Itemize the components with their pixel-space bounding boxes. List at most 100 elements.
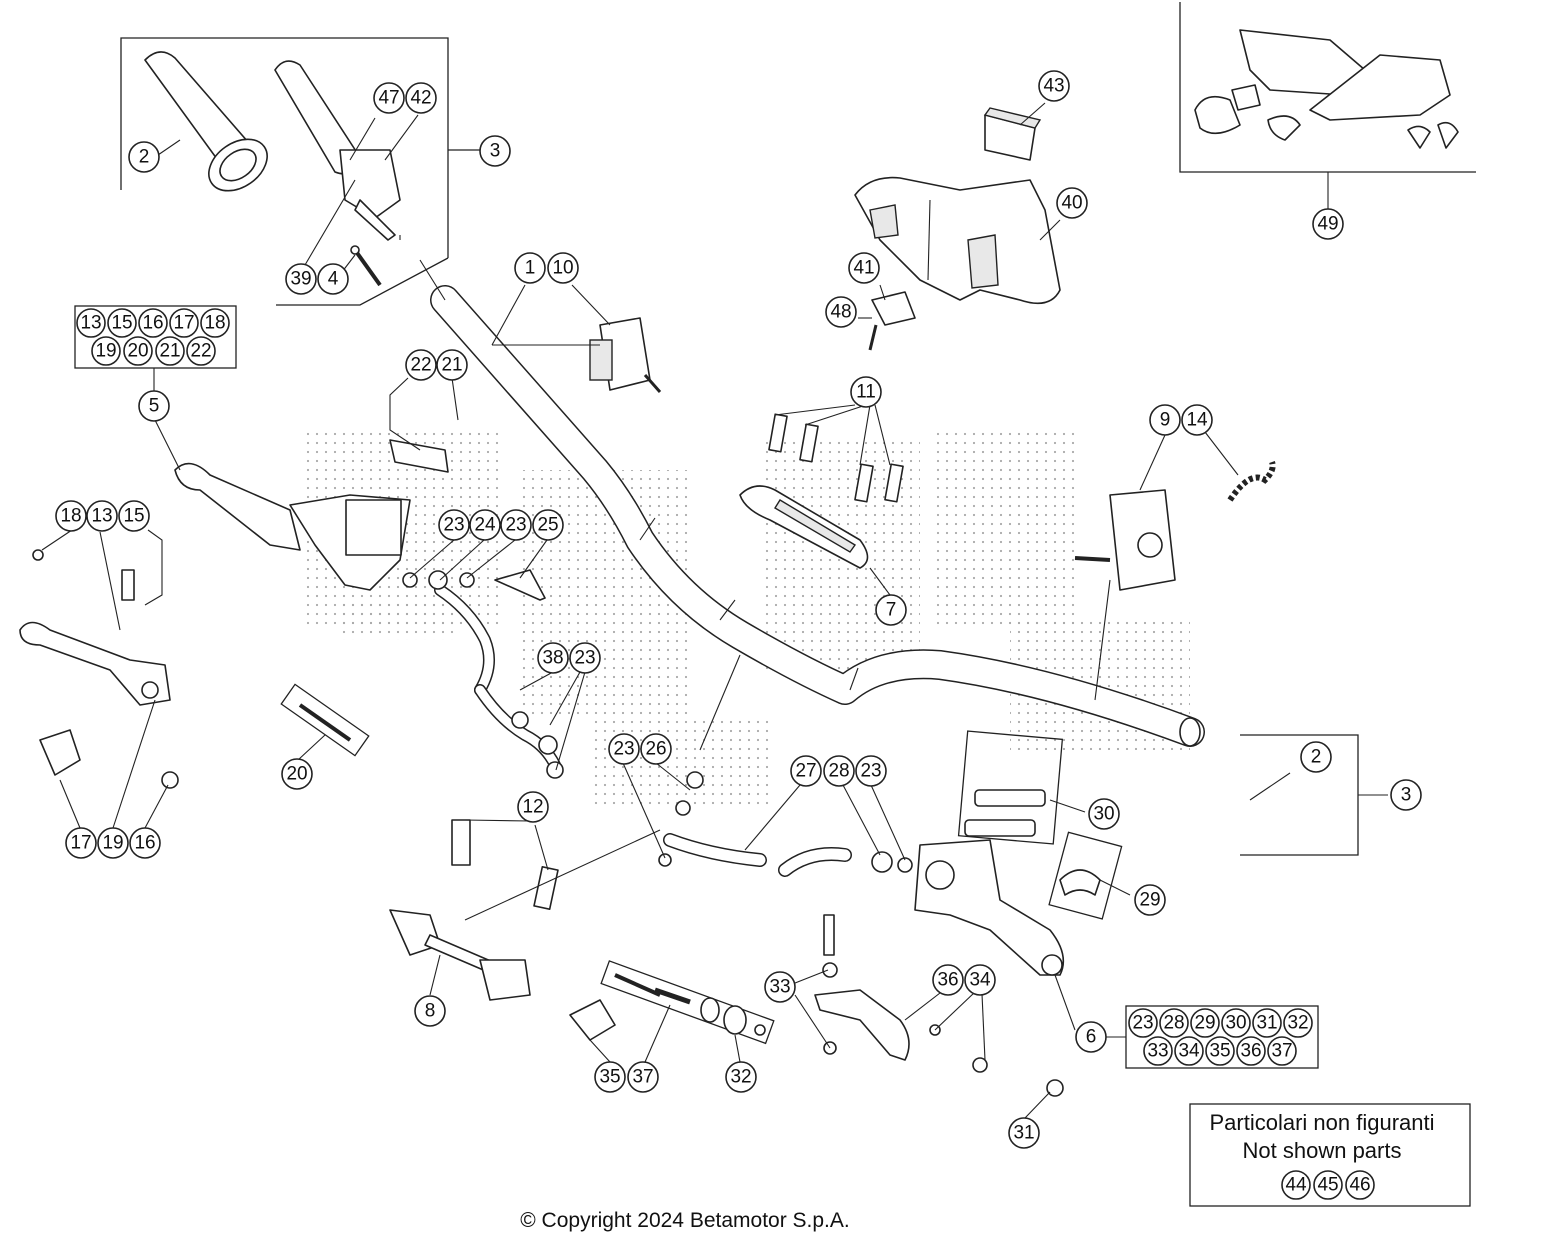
lower-clamp-part: [739, 485, 869, 569]
callout-1: 1: [514, 252, 546, 284]
svg-text:22: 22: [190, 341, 211, 362]
svg-text:11: 11: [856, 382, 876, 403]
svg-text:23: 23: [860, 761, 881, 782]
svg-text:31: 31: [1256, 1013, 1277, 1034]
svg-text:19: 19: [102, 833, 123, 854]
svg-text:28: 28: [1163, 1013, 1184, 1034]
group6-35: 35: [1205, 1036, 1235, 1066]
grip-kit-frame-right: [1240, 734, 1388, 856]
hot-start-lever-part: [19, 549, 179, 789]
callout-30: 30: [1088, 798, 1120, 830]
clamp-parts-29: [1048, 831, 1123, 920]
svg-text:24: 24: [474, 515, 496, 536]
callout-31: 31: [1008, 1117, 1040, 1149]
svg-text:34: 34: [969, 970, 991, 991]
grip-left-part: [144, 51, 268, 192]
callout-25: 25: [532, 509, 564, 541]
reservoir-parts-30: [957, 730, 1064, 845]
top-clamp-part: [854, 176, 1061, 305]
note-line-1: Particolari non figuranti: [1209, 1110, 1434, 1135]
clutch-lever-part: [174, 462, 411, 591]
svg-text:38: 38: [542, 648, 563, 669]
svg-text:42: 42: [410, 88, 431, 109]
handguard-kit-part: [1194, 29, 1459, 149]
callout-21: 21: [436, 349, 468, 381]
svg-text:20: 20: [286, 764, 307, 785]
grip-kit-frame-top: [120, 37, 480, 306]
callout-48: 48: [825, 296, 857, 328]
callout-49: 49: [1312, 208, 1344, 240]
callout-33: 33: [764, 971, 796, 1003]
svg-text:25: 25: [537, 515, 558, 536]
callout-24: 24: [469, 509, 501, 541]
cable-part: [1227, 460, 1276, 502]
svg-text:21: 21: [159, 341, 180, 362]
svg-text:16: 16: [134, 833, 155, 854]
callout-32: 32: [725, 1061, 757, 1093]
group6-23: 23: [1128, 1008, 1158, 1038]
svg-text:18: 18: [204, 313, 225, 334]
group5-20: 20: [123, 336, 153, 366]
svg-text:39: 39: [290, 269, 311, 290]
callout-17: 17: [65, 827, 97, 859]
svg-text:7: 7: [886, 600, 897, 621]
group5-22: 22: [186, 336, 216, 366]
callout-8: 8: [414, 995, 446, 1027]
svg-text:23: 23: [613, 739, 634, 760]
group5-17: 17: [169, 308, 199, 338]
leader-lines: [41, 102, 1291, 1119]
callout-26: 26: [640, 733, 672, 765]
callout-28: 28: [823, 755, 855, 787]
callout-3: 3: [479, 135, 511, 167]
group5-16: 16: [138, 308, 168, 338]
callout-37: 37: [627, 1061, 659, 1093]
svg-text:27: 27: [795, 761, 816, 782]
callout-16: 16: [129, 827, 161, 859]
callout-22: 22: [405, 349, 437, 381]
handguard-kit-frame: [1179, 2, 1476, 210]
svg-text:15: 15: [111, 313, 132, 334]
svg-text:17: 17: [70, 833, 91, 854]
svg-text:23: 23: [574, 648, 595, 669]
svg-text:15: 15: [123, 506, 144, 527]
svg-text:2: 2: [139, 147, 150, 168]
svg-text:10: 10: [552, 258, 573, 279]
callout-38: 38: [537, 642, 569, 674]
adjuster-parts: [569, 960, 775, 1045]
callout-23-a: 23: [438, 509, 470, 541]
svg-text:30: 30: [1093, 804, 1114, 825]
reservoir-cap-part: [389, 439, 449, 473]
svg-text:23: 23: [505, 515, 526, 536]
callout-36: 36: [932, 964, 964, 996]
svg-text:4: 4: [328, 269, 339, 290]
svg-text:18: 18: [60, 506, 81, 527]
callout-20: 20: [281, 758, 313, 790]
svg-text:14: 14: [1186, 410, 1208, 431]
group6-28: 28: [1159, 1008, 1189, 1038]
svg-text:41: 41: [853, 258, 874, 279]
svg-text:45: 45: [1317, 1175, 1338, 1196]
callout-18: 18: [55, 500, 87, 532]
callout-23-b: 23: [500, 509, 532, 541]
group6-31: 31: [1252, 1008, 1282, 1038]
group5-19: 19: [91, 336, 121, 366]
callout-3-right: 3: [1390, 779, 1422, 811]
svg-text:29: 29: [1194, 1013, 1215, 1034]
bolts-part: [768, 413, 904, 503]
svg-text:32: 32: [1287, 1013, 1308, 1034]
brake-hose-part: [658, 771, 913, 877]
cap-part: [983, 107, 1042, 161]
callout-15: 15: [118, 500, 150, 532]
svg-text:29: 29: [1139, 890, 1160, 911]
group5-18: 18: [200, 308, 230, 338]
handlebar-part: [430, 285, 1205, 747]
group6-37: 37: [1267, 1036, 1297, 1066]
callout-42: 42: [405, 82, 437, 114]
svg-text:17: 17: [173, 313, 194, 334]
callout-2: 2: [128, 141, 160, 173]
group5-13: 13: [76, 308, 106, 338]
riser-part: [389, 819, 559, 1001]
callout-9: 9: [1149, 404, 1181, 436]
throttle-grip-part: [274, 60, 401, 241]
